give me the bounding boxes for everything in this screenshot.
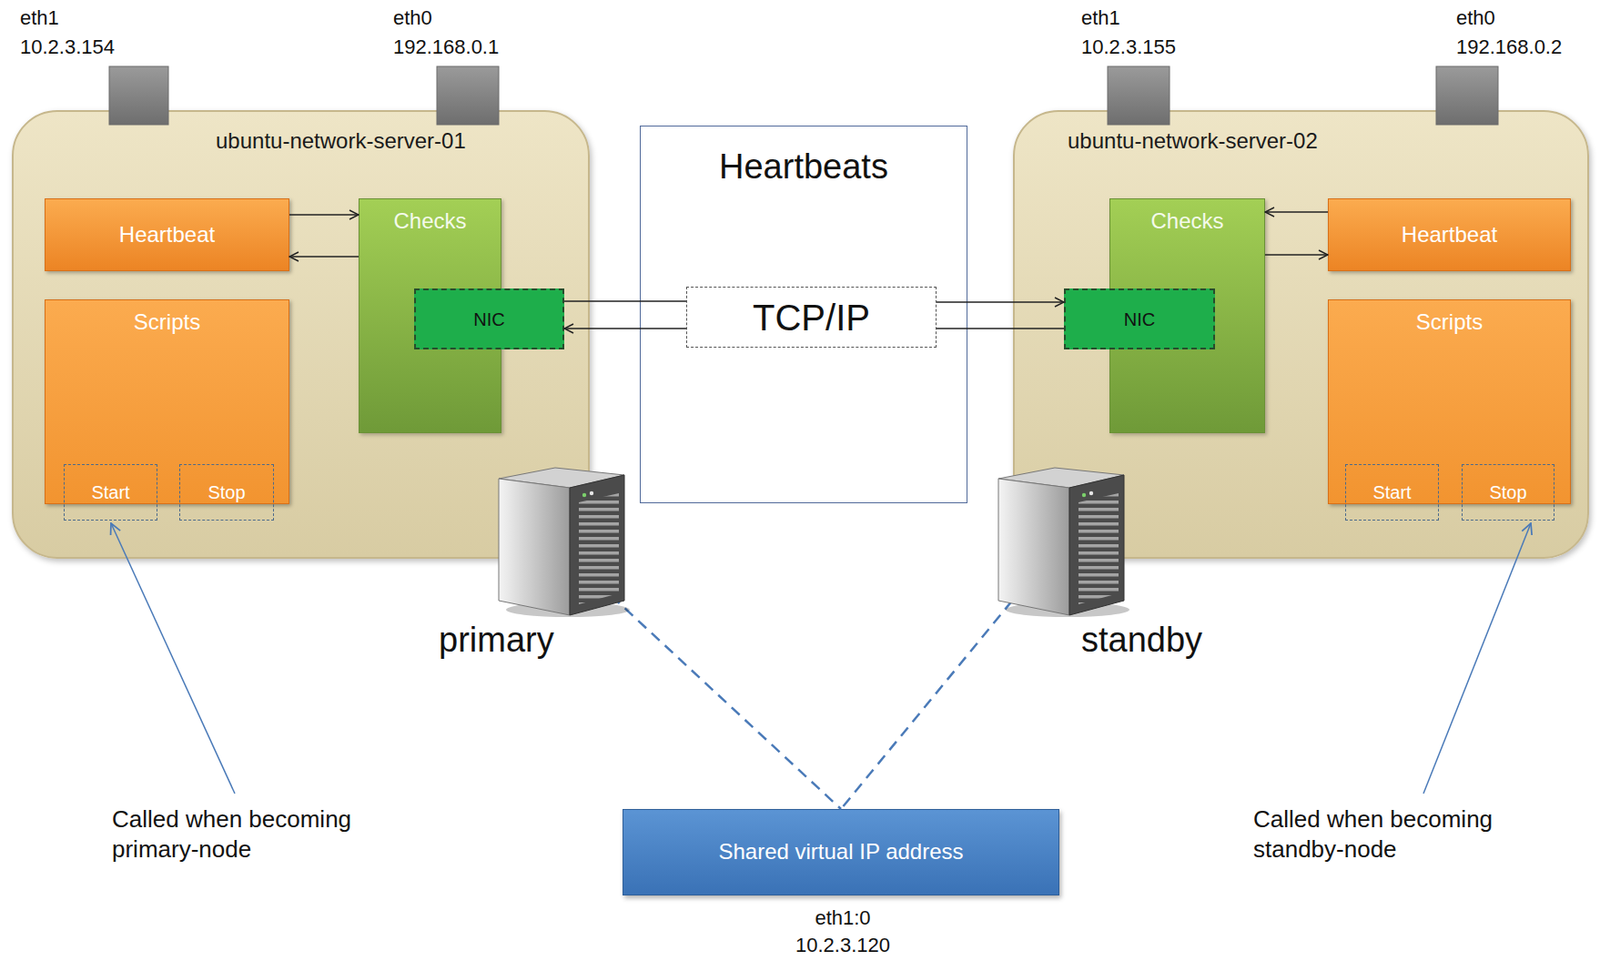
connector-arrow <box>289 213 359 216</box>
port-connector <box>1436 66 1499 125</box>
port-label: eth0 <box>393 5 433 31</box>
connector-arrow <box>936 327 1064 330</box>
protocol-box: TCP/IP <box>686 286 937 348</box>
check-box: ChecksNIC <box>358 198 502 434</box>
script-box: ScriptsStart Stop <box>44 299 290 505</box>
node-text: Shared virtual IP address <box>718 839 963 866</box>
node-text: Stop <box>207 481 245 504</box>
connector-arrow <box>564 327 687 330</box>
callout-note: Called when becoming primary-node <box>111 804 422 864</box>
node-text: ubuntu-network-server-02 <box>1067 128 1318 155</box>
node-text: ubuntu-network-server-01 <box>215 128 466 155</box>
leader-line <box>1423 523 1531 794</box>
process-box: Heartbeat <box>44 198 290 272</box>
node-text: Stop <box>1488 481 1527 504</box>
ip-address: 192.168.0.1 <box>393 34 499 61</box>
connector-arrow <box>936 301 1064 304</box>
node-text: TCP/IP <box>752 295 871 340</box>
nic-box: NIC <box>414 288 565 350</box>
node-text: Scripts <box>1416 309 1483 336</box>
port-connector <box>1107 66 1170 125</box>
node-text: Heartbeat <box>119 222 215 249</box>
node-text: NIC <box>1124 308 1155 331</box>
port-label: eth1 <box>1081 5 1121 31</box>
node-text: Checks <box>1150 208 1224 235</box>
script-box: ScriptsStart Stop <box>1327 299 1571 505</box>
node-text: Checks <box>393 208 466 235</box>
ip-address: 10.2.3.155 <box>1081 34 1176 61</box>
node-text: NIC <box>473 308 505 331</box>
port-label: eth1 <box>20 5 60 31</box>
connector-arrow <box>1265 211 1328 213</box>
port-connector <box>436 66 499 125</box>
node-text: Heartbeat <box>1401 222 1498 249</box>
interface-label: eth1:0 <box>814 905 871 932</box>
check-box: ChecksNIC <box>1109 198 1266 434</box>
script-slot: Stop <box>179 464 274 521</box>
role-label: primary <box>438 618 555 663</box>
process-box: Heartbeat <box>1327 198 1571 272</box>
node-text: Start <box>91 481 130 504</box>
ip-address: 10.2.3.154 <box>20 34 115 61</box>
ip-address: 10.2.3.120 <box>795 932 891 959</box>
leader-line <box>111 523 235 794</box>
heartbeat-panel: HeartbeatsTCP/IP <box>639 125 968 504</box>
node-text: Heartbeats <box>718 146 889 189</box>
node-text: Scripts <box>133 309 201 336</box>
port-connector <box>109 66 169 125</box>
script-slot: Start <box>63 464 158 521</box>
node-text: Start <box>1372 481 1411 504</box>
script-slot: Stop <box>1461 464 1555 521</box>
script-slot: Start <box>1345 464 1439 521</box>
nic-box: NIC <box>1063 288 1216 350</box>
server-icon <box>998 467 1130 618</box>
connector-arrow <box>564 300 687 303</box>
server-icon <box>498 467 630 618</box>
connector-arrow <box>289 255 359 258</box>
role-label: standby <box>1081 618 1203 663</box>
ip-address: 192.168.0.2 <box>1456 34 1562 61</box>
connector-arrow <box>1265 253 1328 256</box>
virtual-ip-box: Shared virtual IP address <box>622 809 1060 896</box>
callout-note: Called when becoming standby-node <box>1253 804 1563 864</box>
port-label: eth0 <box>1456 5 1496 31</box>
